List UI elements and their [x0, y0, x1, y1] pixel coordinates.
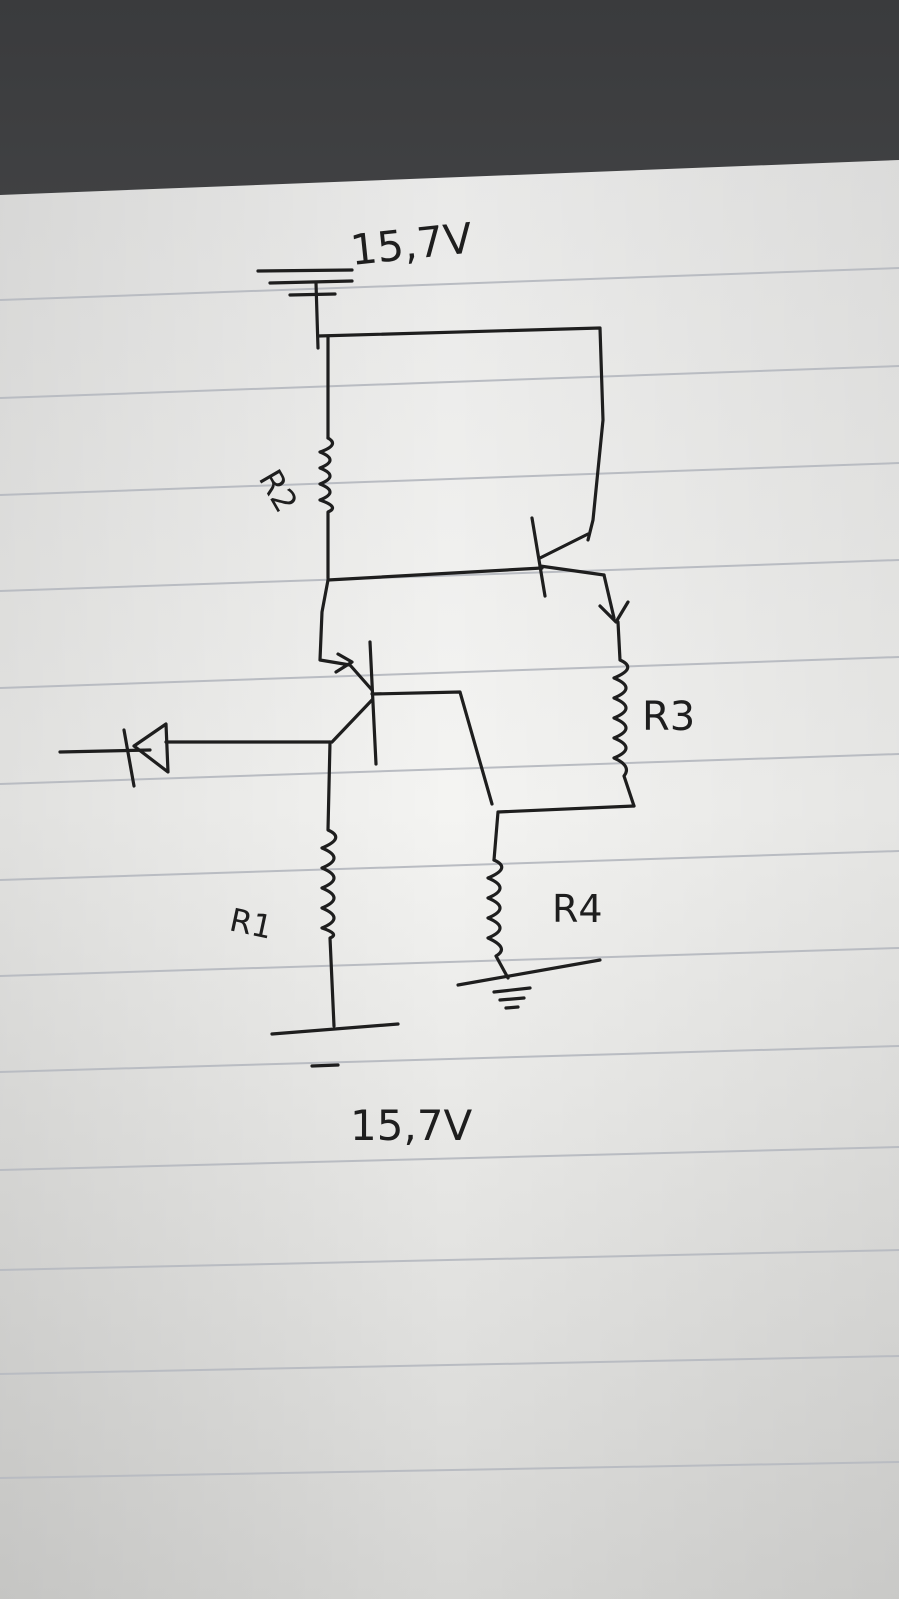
- r2-resistor: [318, 436, 335, 580]
- r1-label: R1: [226, 901, 276, 947]
- r4-resistor: [486, 858, 510, 980]
- diode-symbol: [58, 722, 332, 788]
- paper-shade: [0, 160, 899, 1599]
- wire-top-rail: [316, 326, 605, 542]
- r3-label: R3: [642, 694, 695, 740]
- battery-bottom-symbol: [270, 1022, 400, 1068]
- wire-r3-r4: [492, 804, 636, 862]
- r1-resistor: [320, 740, 338, 1028]
- npn-transistor-symbol: [530, 516, 630, 624]
- ruled-lines: [0, 267, 899, 1479]
- supply-bottom-label: 15,7V: [350, 1101, 473, 1150]
- emitter-arrow: [334, 652, 354, 674]
- r3-resistor: [612, 620, 636, 808]
- r4-label: R4: [552, 887, 603, 931]
- ground-symbol: [456, 958, 602, 1010]
- wire-node-emitter: [318, 578, 352, 667]
- wire-base-node: [326, 566, 544, 582]
- pnp-transistor-symbol: [330, 640, 494, 806]
